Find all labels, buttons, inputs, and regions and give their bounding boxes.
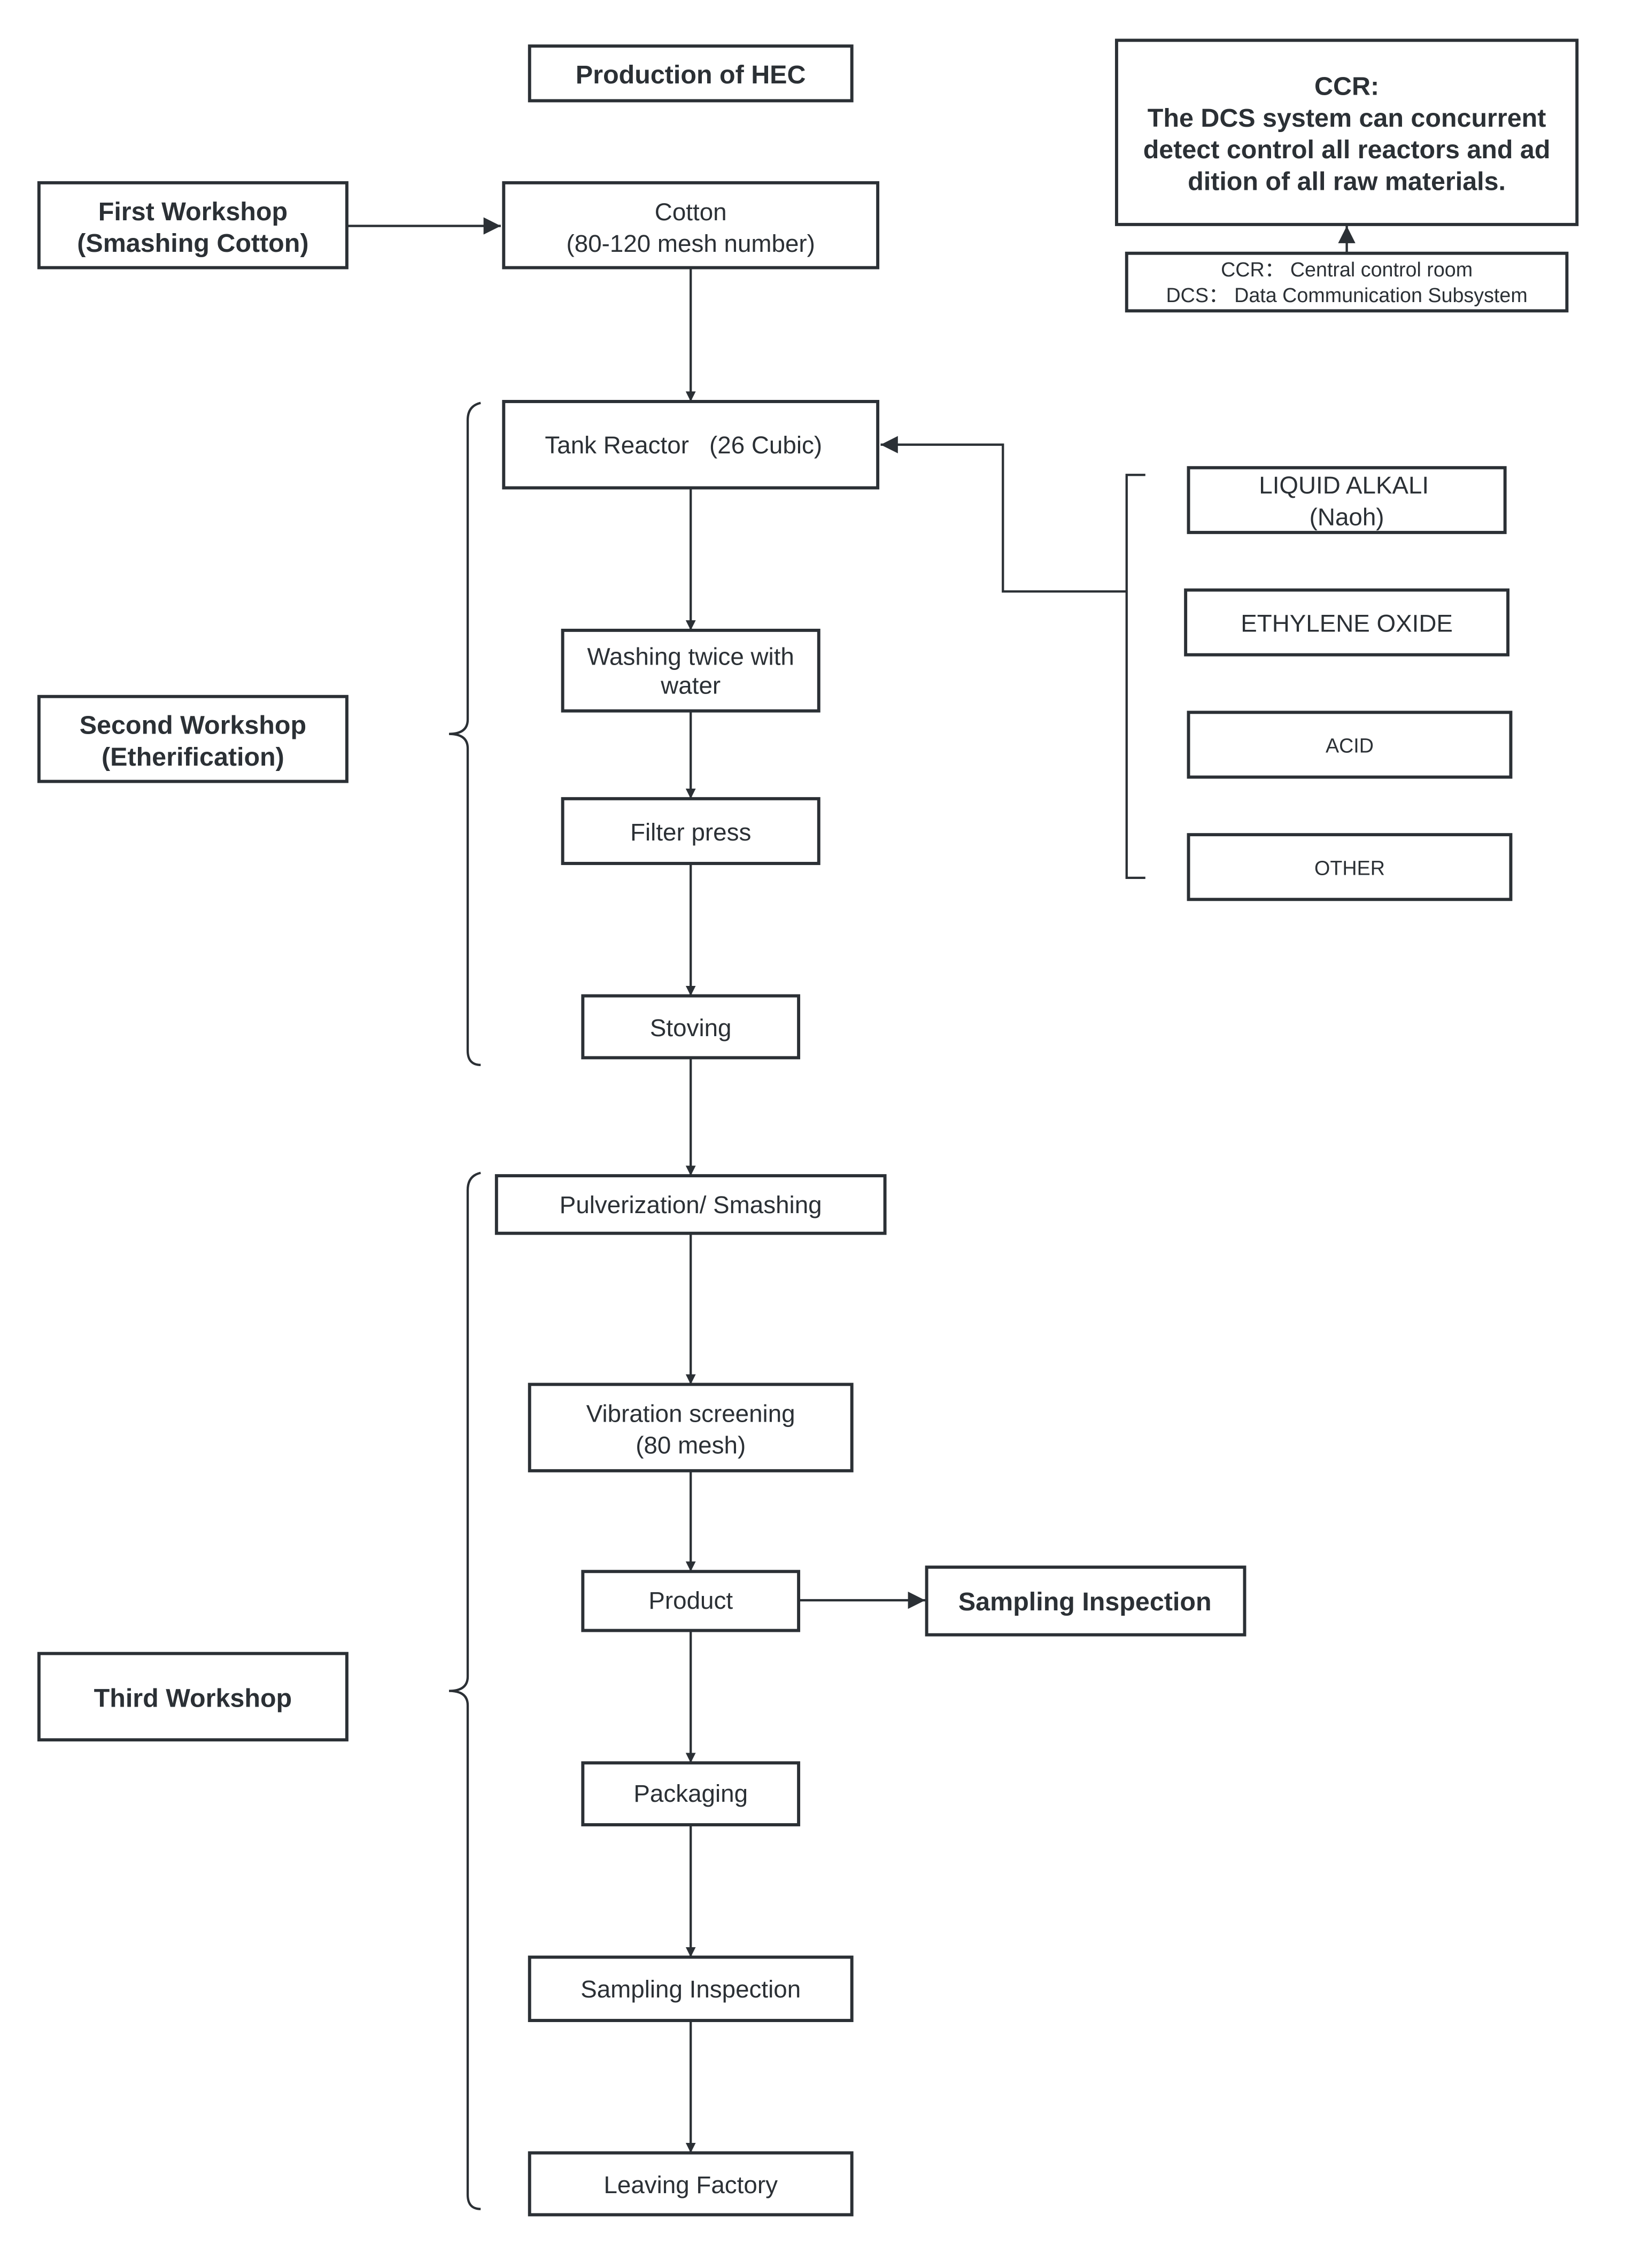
second-workshop-box: Second Workshop (Etherification) [37,695,349,783]
raw-material-ethylene-oxide: ETHYLENE OXIDE [1184,588,1510,657]
raw-material-label: ETHYLENE OXIDE [1241,610,1453,637]
title-box: Production of HEC [528,44,854,103]
sampling-inspection-side-label: Sampling Inspection [958,1587,1212,1616]
raw-materials-arrow [880,436,1127,593]
ccr-note-box: CCR: The DCS system can concurrent detec… [1114,38,1579,226]
sampling-inspection-side-box: Sampling Inspection [925,1565,1246,1637]
third-workshop-label: Third Workshop [94,1684,292,1712]
stoving-box: Stoving [581,994,801,1060]
packaging-label: Packaging [633,1780,748,1807]
vibration-label: Vibration screening [586,1400,795,1427]
packaging-box: Packaging [581,1761,801,1826]
legend-line: CCR： Central control room [1221,258,1473,281]
sampling-inspection-box: Sampling Inspection [528,1955,854,2023]
raw-material-other: OTHER [1187,833,1513,901]
washing-label: Washing twice with [587,643,794,670]
first-workshop-sub: (Smashing Cotton) [77,229,308,258]
third-workshop-box: Third Workshop [37,1652,349,1742]
ccr-line: dition of all raw materials. [1188,167,1506,196]
first-workshop-label: First Workshop [98,197,288,226]
stoving-label: Stoving [650,1014,732,1042]
raw-material-label: LIQUID ALKALI [1259,472,1429,499]
filter-press-box: Filter press [561,797,820,865]
raw-material-acid: ACID [1187,711,1513,779]
leaving-factory-box: Leaving Factory [528,2151,854,2217]
tank-reactor-box: Tank Reactor (26 Cubic) [502,400,880,490]
raw-material-label: OTHER [1314,857,1385,880]
third-workshop-brace [448,1171,481,2210]
title-text: Production of HEC [576,60,806,89]
pulverization-label: Pulverization/ Smashing [560,1191,822,1218]
vibration-sub: (80 mesh) [636,1432,746,1459]
cotton-sub: (80-120 mesh number) [567,230,815,257]
filter-press-label: Filter press [630,819,751,846]
first-workshop-box: First Workshop (Smashing Cotton) [37,181,349,269]
ccr-heading: CCR: [1314,72,1379,101]
sampling-inspection-label: Sampling Inspection [580,1976,801,2003]
raw-material-sub: (Naoh) [1310,503,1384,530]
second-workshop-sub: (Etherification) [102,743,284,772]
ccr-line: detect control all reactors and ad [1143,135,1551,164]
vibration-box: Vibration screening (80 mesh) [528,1383,854,1472]
cotton-label: Cotton [655,198,727,226]
second-workshop-label: Second Workshop [80,711,306,740]
legend-box: CCR： Central control room DCS： Data Comm… [1125,251,1569,313]
leaving-factory-label: Leaving Factory [603,2171,778,2198]
ccr-line: The DCS system can concurrent [1148,104,1546,133]
tank-reactor-label: Tank Reactor (26 Cubic) [545,431,822,459]
raw-material-label: ACID [1326,735,1374,757]
pulverization-box: Pulverization/ Smashing [494,1174,887,1235]
legend-line: DCS： Data Communication Subsystem [1166,284,1527,306]
second-workshop-brace [448,402,481,1066]
raw-material-liquid-alkali: LIQUID ALKALI (Naoh) [1187,466,1507,534]
product-box: Product [581,1570,801,1632]
product-label: Product [648,1587,733,1614]
raw-materials-bracket [1125,474,1145,880]
cotton-box: Cotton (80-120 mesh number) [502,181,880,269]
washing-box: Washing twice with water [561,628,820,713]
washing-sub: water [660,672,721,699]
